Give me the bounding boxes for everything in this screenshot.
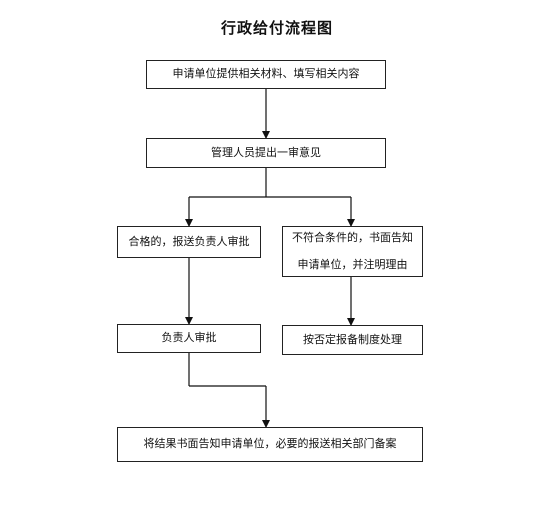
node-reject-label: 按否定报备制度处理 xyxy=(303,332,402,346)
diagram-title: 行政给付流程图 xyxy=(220,19,333,37)
node-unqualified: 不符合条件的，书面告知 申请单位，并注明理由 xyxy=(282,226,423,277)
node-notify-label: 将结果书面告知申请单位，必要的报送相关部门备案 xyxy=(143,437,397,451)
node-review: 管理人员提出一审意见 xyxy=(146,138,386,168)
node-approve: 负责人审批 xyxy=(117,324,261,353)
node-review-label: 管理人员提出一审意见 xyxy=(211,145,321,159)
node-apply-label: 申请单位提供相关材料、填写相关内容 xyxy=(172,67,360,81)
node-reject: 按否定报备制度处理 xyxy=(282,325,423,355)
node-unqualified-line2: 申请单位，并注明理由 xyxy=(297,257,408,271)
node-qualified: 合格的，报送负责人审批 xyxy=(117,226,261,258)
node-approve-label: 负责人审批 xyxy=(161,331,217,345)
node-unqualified-line1: 不符合条件的，书面告知 xyxy=(292,230,413,244)
node-apply: 申请单位提供相关材料、填写相关内容 xyxy=(146,60,386,89)
node-notify: 将结果书面告知申请单位，必要的报送相关部门备案 xyxy=(117,427,423,462)
node-qualified-label: 合格的，报送负责人审批 xyxy=(128,234,250,248)
